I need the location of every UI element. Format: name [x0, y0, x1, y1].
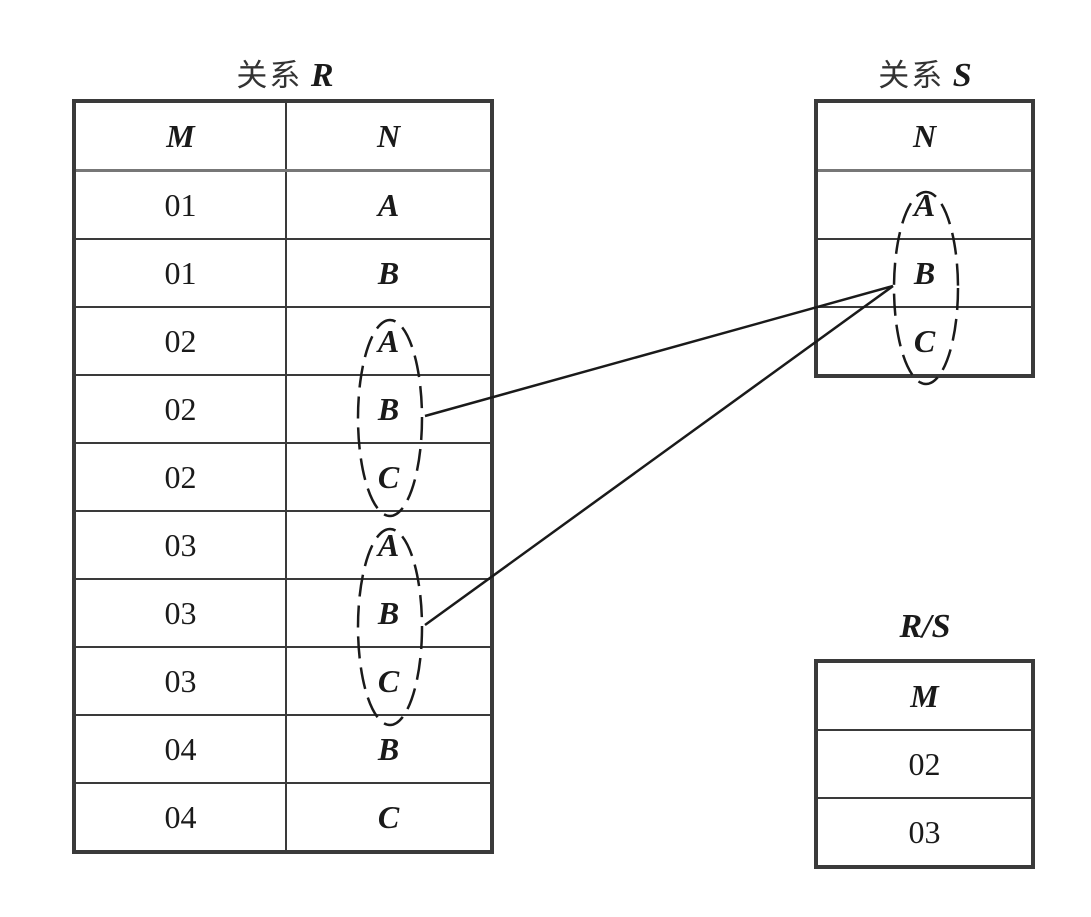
result-table: M 02 03: [814, 659, 1035, 869]
cell-m: 04: [73, 782, 287, 853]
cell-n: B: [285, 714, 493, 784]
cell-m: 01: [73, 238, 287, 308]
relation-r-header-n: N: [285, 100, 493, 172]
cell-n: C: [815, 306, 1034, 377]
cell-m: 02: [73, 442, 287, 512]
relation-s-title: 关系 S: [820, 50, 1030, 95]
table-row: 02: [815, 729, 1034, 799]
cell-m: 02: [73, 306, 287, 376]
table-row: 03: [815, 797, 1034, 868]
cell-m: 03: [815, 797, 1034, 868]
relation-s-table: N A B C: [814, 99, 1035, 378]
relation-r-header-m: M: [73, 100, 287, 172]
cell-n: B: [815, 238, 1034, 308]
relation-s-title-var: S: [952, 57, 972, 94]
cell-n: A: [285, 510, 493, 580]
cell-m: 02: [73, 374, 287, 444]
cell-m: 04: [73, 714, 287, 784]
cell-n: C: [285, 646, 493, 716]
cell-m: 01: [73, 169, 287, 240]
relation-r-header-row: M N: [73, 100, 493, 172]
cell-n: B: [285, 578, 493, 648]
relation-r-title-prefix: 关系: [236, 58, 303, 94]
relation-s-header-row: N: [815, 100, 1034, 172]
relation-r-title-var: R: [310, 57, 334, 94]
result-header-row: M: [815, 660, 1034, 731]
cell-m: 03: [73, 646, 287, 716]
cell-m: 03: [73, 510, 287, 580]
table-row: A: [815, 169, 1034, 240]
cell-n: B: [285, 238, 493, 308]
cell-m: 03: [73, 578, 287, 648]
relation-s-header-n: N: [815, 100, 1034, 172]
result-title: R/S: [820, 608, 1030, 646]
cell-n: A: [285, 169, 493, 240]
result-header-m: M: [815, 660, 1034, 731]
cell-n: A: [815, 169, 1034, 240]
table-row: B: [815, 238, 1034, 308]
relation-r-title: 关系 R: [180, 50, 390, 95]
cell-n: B: [285, 374, 493, 444]
cell-m: 02: [815, 729, 1034, 799]
table-row: C: [815, 306, 1034, 377]
cell-n: C: [285, 782, 493, 853]
relation-s-title-prefix: 关系: [878, 58, 945, 94]
result-title-text: R/S: [899, 608, 951, 645]
cell-n: C: [285, 442, 493, 512]
cell-n: A: [285, 306, 493, 376]
